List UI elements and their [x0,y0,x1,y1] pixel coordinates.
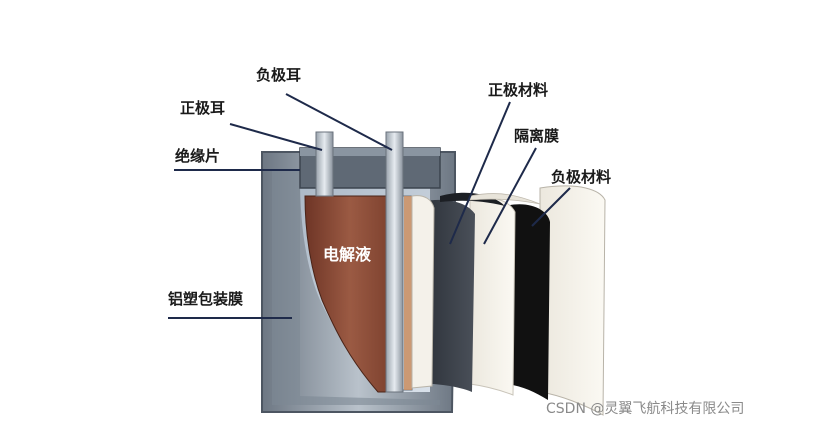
negative-tab-label: 负极耳 [256,66,301,84]
watermark-text: CSDN @灵翼飞航科技有限公司 [546,398,744,418]
electrolyte-label: 电解液 [323,246,371,264]
unrolled-layers [412,186,605,415]
insulation-sheet-label: 绝缘片 [175,147,220,165]
cathode-material-label: 正极材料 [488,81,548,99]
positive-tab-shape [316,132,333,196]
anode-material-label: 负极材料 [551,168,611,186]
separator-label: 隔离膜 [514,127,559,145]
negative-tab-shape [386,132,403,392]
pouch-film-label: 铝塑包装膜 [168,290,243,308]
positive-tab-label: 正极耳 [180,99,225,117]
